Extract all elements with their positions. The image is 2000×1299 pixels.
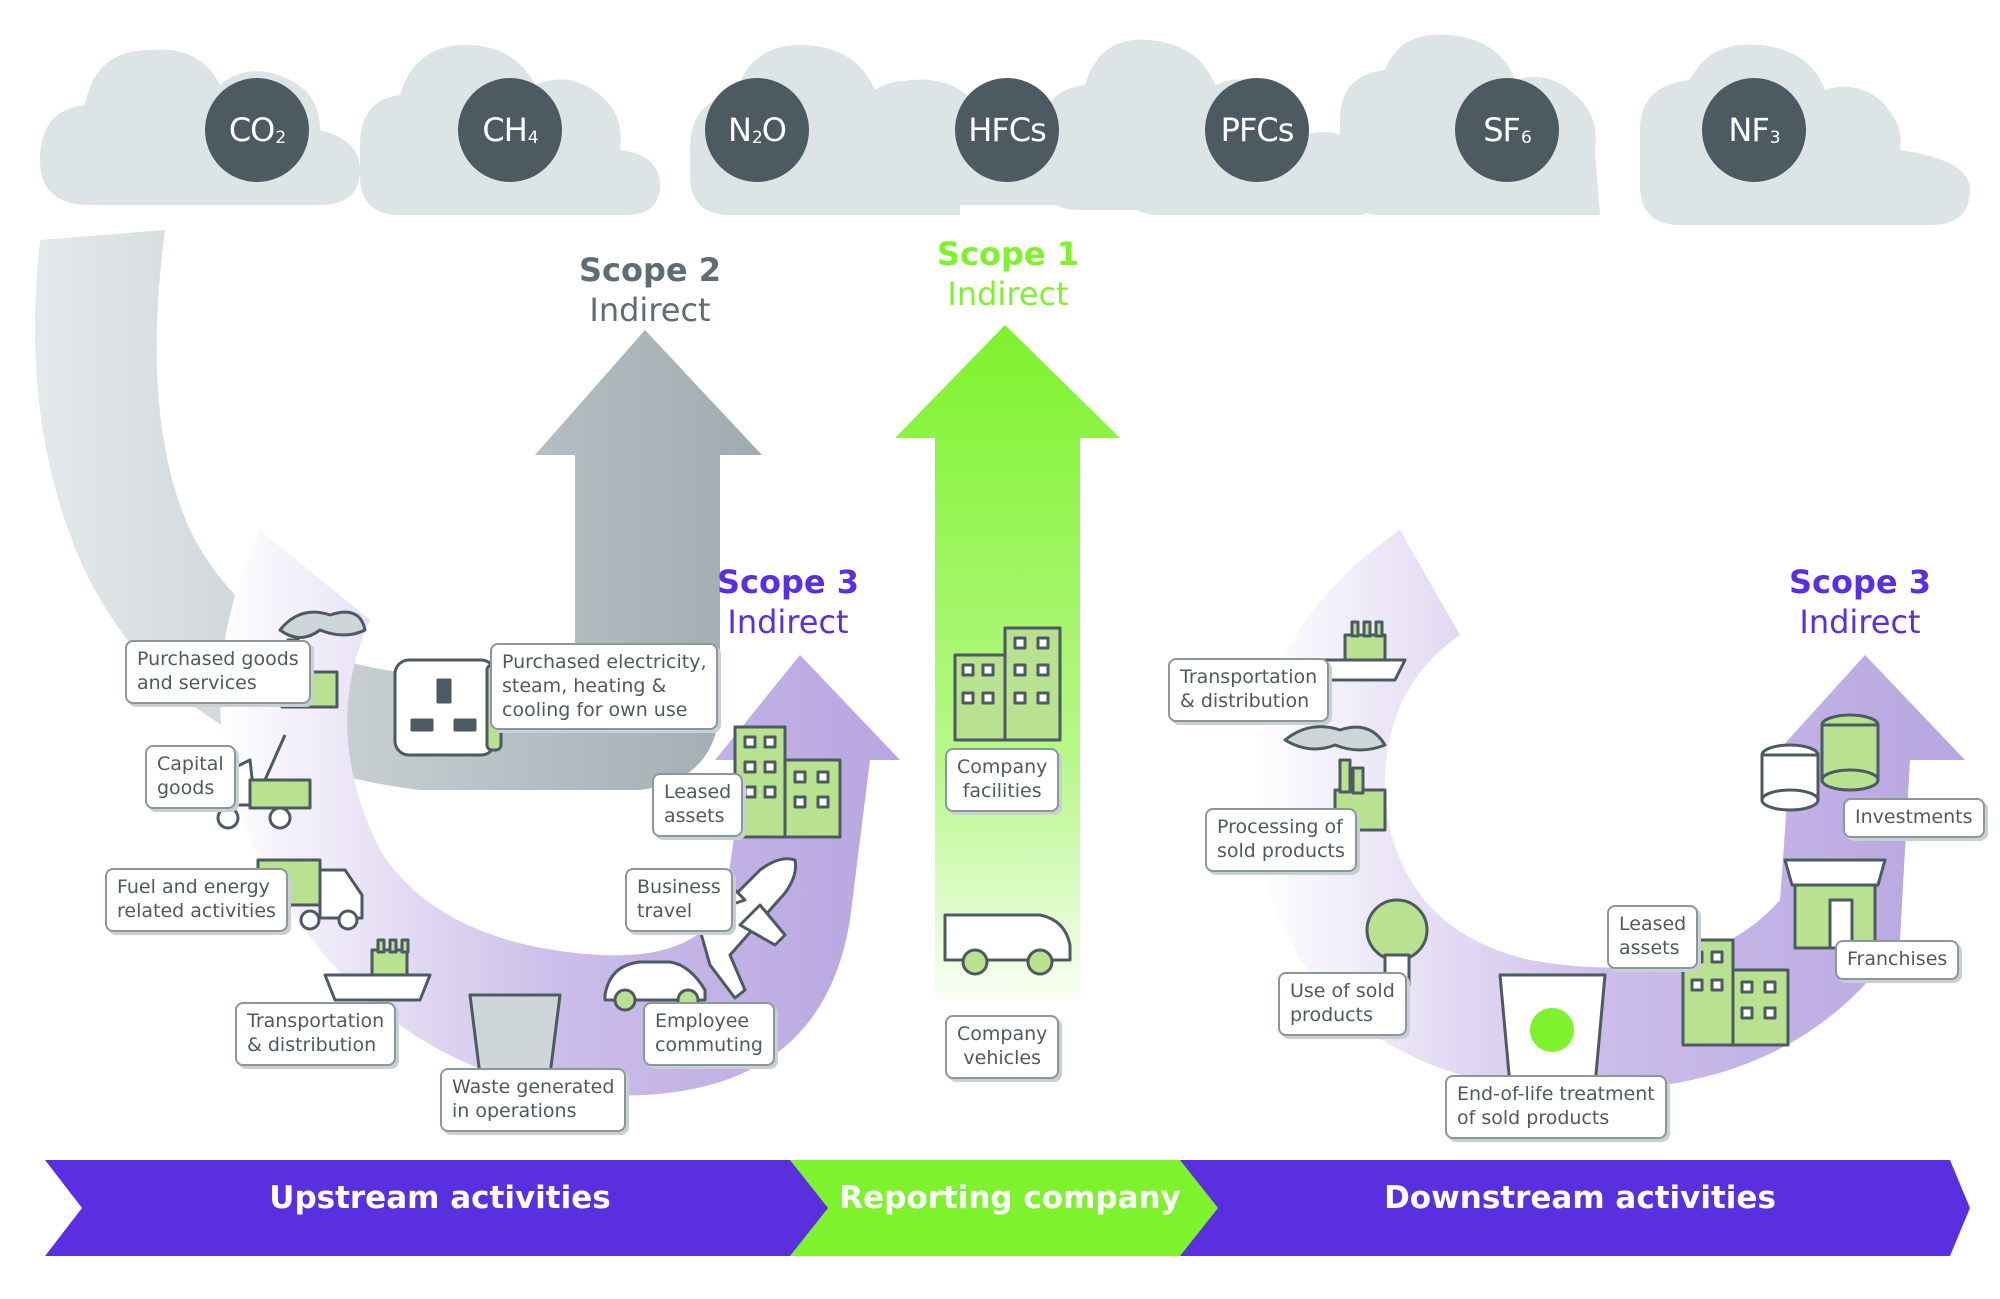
cloud-1 — [40, 49, 360, 205]
gas-hfcs: HFCs — [955, 78, 1059, 182]
band-reporting-shape — [790, 1160, 1220, 1256]
label-capital-goods: Capital goods — [145, 745, 236, 809]
leased-building-icon — [733, 725, 842, 839]
label-company-vehicles: Company vehicles — [945, 1015, 1060, 1079]
label-processing: Processing of sold products — [1205, 808, 1357, 872]
label-waste: Waste generated in operations — [440, 1068, 627, 1132]
label-use-sold-products: Use of sold products — [1278, 972, 1407, 1036]
band-downstream-shape — [1180, 1160, 1970, 1256]
factory-downstream-icon — [1283, 725, 1387, 832]
band-upstream-shape — [45, 1160, 835, 1256]
label-leased-upstream: Leased assets — [652, 773, 744, 837]
label-investments: Investments — [1843, 798, 1985, 838]
label-transport-upstream: Transportation & distribution — [235, 1002, 397, 1066]
label-business-travel: Business travel — [625, 868, 733, 932]
plug-socket-icon — [393, 658, 503, 757]
label-company-facilities: Company facilities — [945, 748, 1060, 812]
scope3-upstream-heading: Scope 3 Indirect — [716, 563, 859, 641]
band-downstream: Downstream activities — [1384, 1180, 1776, 1216]
scope3-downstream-arrow — [1253, 530, 1965, 1091]
label-purchased-electricity: Purchased electricity, steam, heating & … — [490, 643, 719, 731]
scope3-downstream-heading: Scope 3 Indirect — [1788, 563, 1931, 641]
label-employee-commuting: Employee commuting — [643, 1002, 775, 1066]
scope2-heading: Scope 2 Indirect — [578, 251, 721, 329]
company-facilities-icon — [953, 626, 1062, 742]
label-fuel-energy: Fuel and energy related activities — [105, 868, 288, 932]
label-transport-downstream: Transportation & distribution — [1168, 658, 1330, 722]
waste-skip-icon — [468, 993, 562, 1077]
coins-icon — [1760, 713, 1880, 812]
franchise-shop-icon — [1783, 858, 1887, 950]
gas-pfcs: PFCs — [1205, 78, 1309, 182]
band-reporting-company: Reporting company — [839, 1180, 1181, 1216]
label-end-of-life: End-of-life treatment of sold products — [1445, 1075, 1667, 1139]
company-van-icon — [943, 913, 1072, 976]
label-franchises: Franchises — [1835, 940, 1960, 980]
recycle-bin-icon — [1498, 973, 1607, 1087]
band-upstream: Upstream activities — [269, 1180, 611, 1216]
label-purchased-goods: Purchased goods and services — [125, 640, 311, 704]
scope1-heading: Scope 1 Indirect — [936, 235, 1079, 313]
label-leased-downstream: Leased assets — [1607, 905, 1699, 969]
ship-icon — [323, 938, 432, 1002]
